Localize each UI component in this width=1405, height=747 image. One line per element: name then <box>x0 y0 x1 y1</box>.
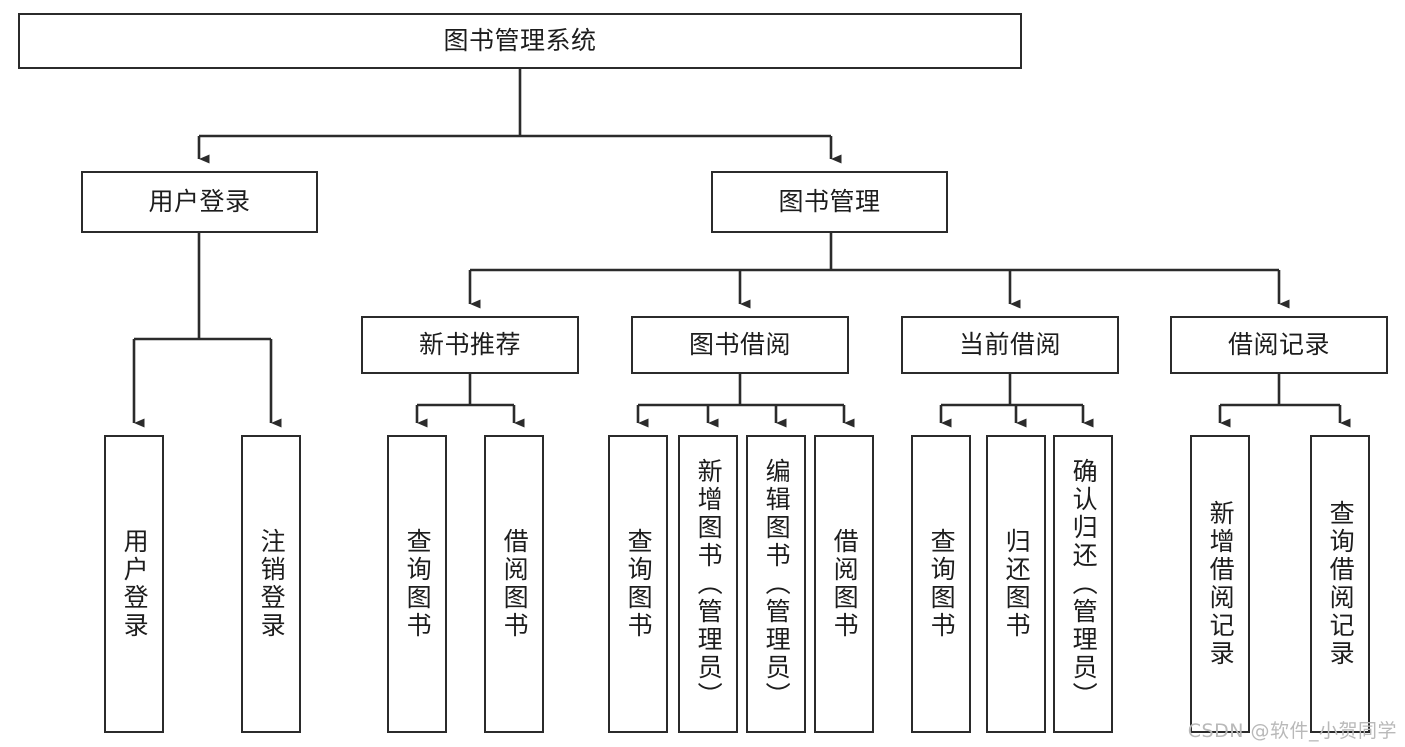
leaf-borrow-book-bb-inner: 借阅图书 <box>816 437 872 731</box>
node-borrow-record[interactable]: 借阅记录 <box>1170 316 1388 374</box>
leaf-query-borrow-record-label: 查询借阅记录 <box>1326 500 1356 668</box>
leaf-edit-book-admin-label: 编辑图书（管理员） <box>762 458 792 710</box>
leaf-query-book-cb-inner: 查询图书 <box>913 437 969 731</box>
node-book-borrow[interactable]: 图书借阅 <box>631 316 849 374</box>
leaf-user-login[interactable]: 用户登录 <box>104 435 164 733</box>
leaf-edit-book-admin[interactable]: 编辑图书（管理员） <box>746 435 806 733</box>
leaf-query-book-cb[interactable]: 查询图书 <box>911 435 971 733</box>
leaf-user-login-label: 用户登录 <box>120 528 150 640</box>
leaf-confirm-return-admin-inner: 确认归还（管理员） <box>1055 437 1111 731</box>
leaf-query-borrow-record-inner: 查询借阅记录 <box>1312 437 1368 731</box>
leaf-logout-inner: 注销登录 <box>243 437 299 731</box>
leaf-add-book-admin[interactable]: 新增图书（管理员） <box>678 435 738 733</box>
leaf-borrow-book-nbr-label: 借阅图书 <box>500 528 530 640</box>
leaf-borrow-book-bb-label: 借阅图书 <box>830 528 860 640</box>
leaf-add-borrow-record[interactable]: 新增借阅记录 <box>1190 435 1250 733</box>
leaf-add-borrow-record-label: 新增借阅记录 <box>1206 500 1236 668</box>
leaf-query-book-cb-label: 查询图书 <box>927 528 957 640</box>
node-book-management-label: 图书管理 <box>778 187 881 217</box>
leaf-return-book-label: 归还图书 <box>1002 528 1032 640</box>
leaf-confirm-return-admin[interactable]: 确认归还（管理员） <box>1053 435 1113 733</box>
node-current-borrow[interactable]: 当前借阅 <box>901 316 1119 374</box>
node-root-label: 图书管理系统 <box>443 26 597 56</box>
leaf-borrow-book-nbr[interactable]: 借阅图书 <box>484 435 544 733</box>
leaf-logout[interactable]: 注销登录 <box>241 435 301 733</box>
leaf-user-login-inner: 用户登录 <box>106 437 162 731</box>
leaf-confirm-return-admin-label: 确认归还（管理员） <box>1069 458 1099 710</box>
node-new-book-recommend-label: 新书推荐 <box>418 330 521 360</box>
node-new-book-recommend[interactable]: 新书推荐 <box>361 316 579 374</box>
leaf-add-borrow-record-inner: 新增借阅记录 <box>1192 437 1248 731</box>
node-root[interactable]: 图书管理系统 <box>18 13 1022 69</box>
node-book-borrow-label: 图书借阅 <box>688 330 791 360</box>
node-user-login-label: 用户登录 <box>148 187 251 217</box>
leaf-borrow-book-nbr-inner: 借阅图书 <box>486 437 542 731</box>
leaf-borrow-book-bb[interactable]: 借阅图书 <box>814 435 874 733</box>
leaf-return-book[interactable]: 归还图书 <box>986 435 1046 733</box>
node-current-borrow-label: 当前借阅 <box>958 330 1061 360</box>
node-user-login[interactable]: 用户登录 <box>81 171 318 233</box>
leaf-add-book-admin-inner: 新增图书（管理员） <box>680 437 736 731</box>
leaf-query-book-bb[interactable]: 查询图书 <box>608 435 668 733</box>
node-borrow-record-label: 借阅记录 <box>1227 330 1330 360</box>
leaf-query-book-nbr[interactable]: 查询图书 <box>387 435 447 733</box>
leaf-query-book-bb-inner: 查询图书 <box>610 437 666 731</box>
leaf-query-borrow-record[interactable]: 查询借阅记录 <box>1310 435 1370 733</box>
leaf-query-book-bb-label: 查询图书 <box>624 528 654 640</box>
leaf-add-book-admin-label: 新增图书（管理员） <box>694 458 724 710</box>
watermark-text: CSDN @软件_小贺同学 <box>1187 720 1397 742</box>
leaf-query-book-nbr-label: 查询图书 <box>403 528 433 640</box>
leaf-query-book-nbr-inner: 查询图书 <box>389 437 445 731</box>
leaf-logout-label: 注销登录 <box>257 528 287 640</box>
leaf-return-book-inner: 归还图书 <box>988 437 1044 731</box>
leaf-edit-book-admin-inner: 编辑图书（管理员） <box>748 437 804 731</box>
node-book-management[interactable]: 图书管理 <box>711 171 948 233</box>
